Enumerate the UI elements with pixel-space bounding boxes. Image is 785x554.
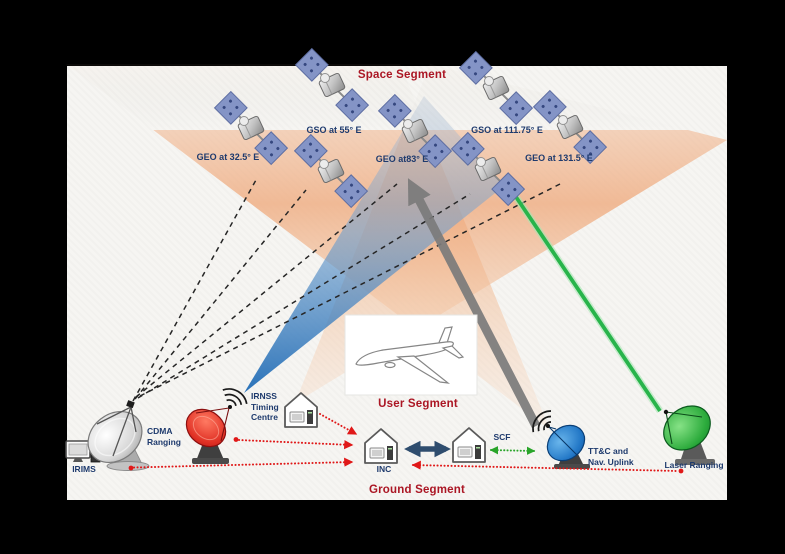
red-dotted-data-link — [319, 413, 358, 435]
user-segment-label: User Segment — [378, 398, 458, 410]
ranging-dashed-line — [132, 179, 257, 402]
ground-segment-label: Ground Segment — [368, 484, 466, 496]
beam-cone-blue — [244, 96, 504, 393]
cdma-dish-antenna-icon — [185, 388, 248, 464]
red-dotted-data-link — [238, 439, 354, 450]
red-link-node — [678, 468, 684, 474]
signal-waves-icon — [222, 388, 248, 407]
inc-label: INC — [376, 463, 392, 474]
irnss-timing-centre-label: IRNSS Timing Centre — [251, 391, 279, 422]
uplink-arrow — [407, 178, 540, 429]
building-house-icon-inc — [364, 428, 398, 464]
green-dotted-data-link — [489, 445, 536, 456]
ranging-dish-antenna-icon — [87, 400, 150, 471]
satellite-label-geo83: GEO at83° E — [375, 154, 429, 164]
cdma-ranging-label: CDMA Ranging — [147, 426, 181, 447]
building-house-icon-scf — [452, 427, 486, 463]
ranging-dashed-lines — [132, 179, 561, 402]
irims-label: IRIMS — [72, 463, 96, 474]
satellite-label-geo32: GEO at 32.5° E — [196, 152, 260, 162]
signal-waves-icon — [532, 410, 552, 433]
satellite-label-gso55: GSO at 55° E — [306, 125, 362, 135]
ranging-dashed-line — [137, 193, 471, 399]
red-link-node — [128, 465, 134, 471]
scf-label: SCF — [493, 431, 511, 442]
laser-ranging-label: Laser Ranging — [664, 459, 724, 470]
red-dotted-data-link — [133, 457, 354, 469]
space-segment-label: Space Segment — [357, 69, 447, 81]
ranging-dashed-line — [139, 183, 561, 397]
satellite-label-geo131: GEO at 131.5° E — [525, 153, 593, 163]
laser-dish-antenna-icon — [663, 405, 715, 465]
building-house-icon-timing-centre — [284, 392, 318, 428]
airplane-icon — [355, 326, 465, 384]
ground-data-links — [128, 413, 684, 474]
uplink-dish-antenna-icon — [532, 410, 590, 469]
red-dotted-data-link — [411, 460, 679, 472]
user-segment-box — [344, 314, 478, 396]
satellite-label-gso111: GSO at 111.75° E — [471, 125, 543, 135]
laser-beam-line — [509, 189, 663, 413]
ttc-nav-uplink-label: TT&C and Nav. Uplink — [588, 446, 634, 467]
ranging-dashed-line — [134, 189, 307, 400]
red-link-node — [233, 437, 239, 442]
